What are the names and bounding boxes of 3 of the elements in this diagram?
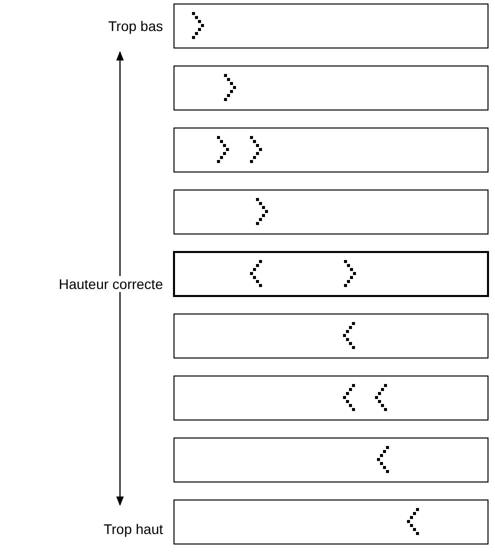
level-label: Trop bas xyxy=(108,18,163,34)
level-label: Hauteur correcte xyxy=(58,276,163,292)
level-label: Trop haut xyxy=(104,521,163,537)
